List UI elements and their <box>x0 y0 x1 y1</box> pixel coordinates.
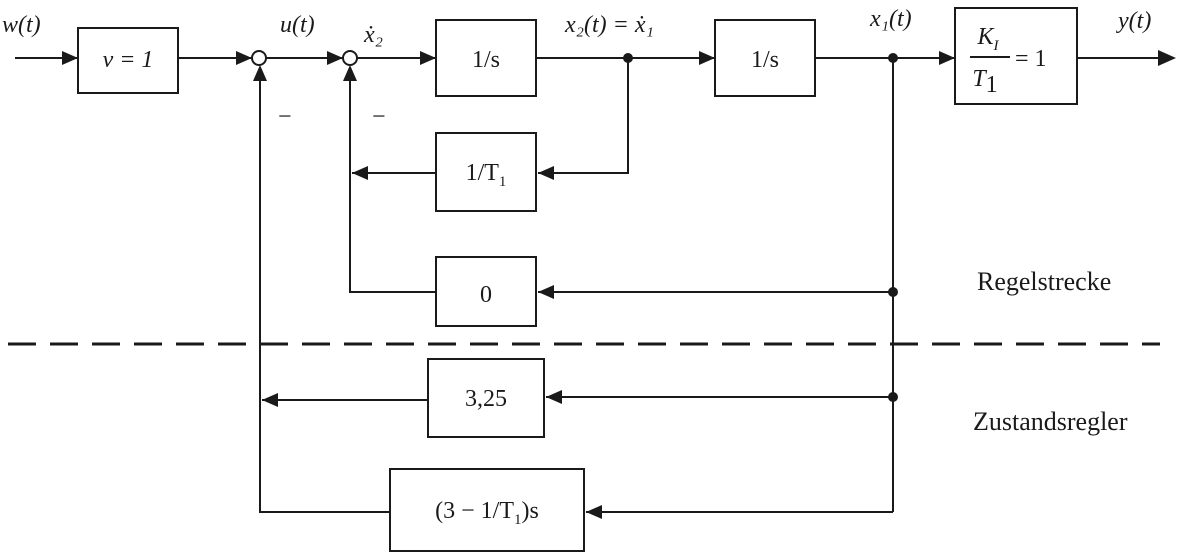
summing-junction-1 <box>251 50 267 66</box>
signal-w-label: w(t) <box>2 12 41 38</box>
controller-k1-label: 3,25 <box>465 386 507 412</box>
signal-x2-label: x₂(t) = ẋ₁ <box>564 12 654 38</box>
feedback-t1-block: 1/T1 <box>435 132 537 212</box>
integrator-2-label: 1/s <box>751 47 779 73</box>
branch-points <box>623 53 898 402</box>
sum1-minus-sign: − <box>278 104 292 130</box>
arrow-up-into-sum1 <box>253 65 267 81</box>
plant-gain-numerator: KI <box>976 24 999 54</box>
arrow-into-sum1 <box>236 51 252 65</box>
arrow-up-into-sum2 <box>343 65 357 81</box>
controller-k2-block: (3 − 1/T1)s <box>389 468 585 552</box>
feedback-t1-label: 1/T1 <box>466 160 507 190</box>
arrow-into-k2-block <box>586 505 602 519</box>
controller-k1-block: 3,25 <box>427 358 545 438</box>
signal-x2dot-label: ẋ₂ <box>363 22 383 48</box>
signal-x1-label: x₁(t) <box>869 6 912 32</box>
sum2-minus-sign: − <box>372 104 386 130</box>
arrow-into-t1-block <box>538 166 554 180</box>
arrow-into-sum2 <box>327 51 343 65</box>
arrow-into-zero-block <box>538 285 554 299</box>
wire-x2-feedback <box>538 58 629 174</box>
branch-x2 <box>623 53 633 63</box>
plant-gain-block: KI T1 = 1 <box>954 7 1078 105</box>
arrow-into-gain <box>939 51 955 65</box>
plant-gain-rhs: = 1 <box>1015 46 1047 72</box>
arrowheads <box>62 50 1176 519</box>
wire-k2-to-sum1 <box>259 68 390 513</box>
signal-u-label: u(t) <box>280 12 315 38</box>
plant-gain-denominator: T1 <box>972 66 997 98</box>
summing-junction-2 <box>342 50 358 66</box>
signal-y-label: y(t) <box>1116 8 1151 34</box>
arrow-t1-to-sum2-line <box>352 166 368 180</box>
arrow-into-int2 <box>699 51 715 65</box>
integrator-block-2: 1/s <box>714 19 816 97</box>
region-label-plant: Regelstrecke <box>977 267 1111 296</box>
region-label-controller: Zustandsregler <box>973 407 1128 436</box>
integrator-1-label: 1/s <box>472 47 500 73</box>
prefilter-label: v = 1 <box>103 47 154 73</box>
arrow-into-prefilter <box>62 51 78 65</box>
arrow-k1-to-sum1-line <box>262 393 278 407</box>
arrow-into-int1 <box>420 51 436 65</box>
controller-k2-label: (3 − 1/T1)s <box>435 498 539 528</box>
arrow-into-k1-block <box>546 390 562 404</box>
feedback-zero-label: 0 <box>480 282 492 308</box>
feedback-zero-block: 0 <box>435 256 537 327</box>
branch-x1-k1 <box>888 392 898 402</box>
arrow-output <box>1158 50 1176 66</box>
branch-x1-top <box>888 53 898 63</box>
prefilter-block: v = 1 <box>77 27 179 94</box>
integrator-block-1: 1/s <box>435 19 537 97</box>
branch-x1-zero <box>888 287 898 297</box>
wire-zero-to-sum2 <box>349 68 436 293</box>
